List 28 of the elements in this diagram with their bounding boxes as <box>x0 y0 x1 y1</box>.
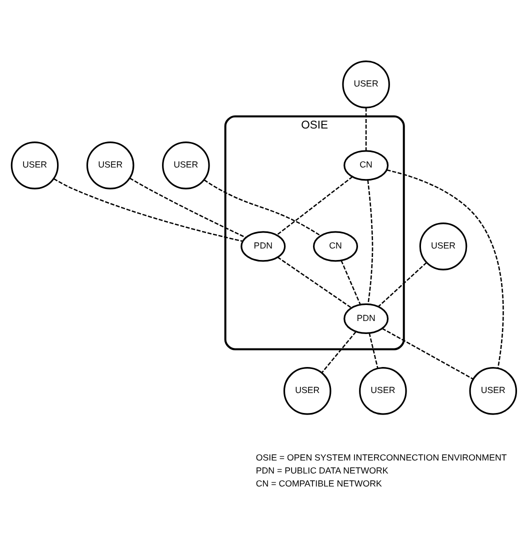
label: OSIE = OPEN SYSTEM INTERCONNECTION ENVIRONMENT <box>256 452 507 463</box>
node-circle: USER <box>419 222 468 270</box>
node-ellipse: CN <box>344 150 389 181</box>
node-ellipse: CN <box>313 231 358 262</box>
connector <box>378 262 427 307</box>
node-circle: USER <box>283 367 332 415</box>
node-circle: USER <box>86 142 134 190</box>
connector <box>386 169 504 368</box>
node-circle: USER <box>469 367 518 415</box>
node-circle: USER <box>359 367 407 415</box>
connector <box>129 178 246 238</box>
node-ellipse: PDN <box>240 231 286 262</box>
node-circle: USER <box>342 60 390 108</box>
connector <box>54 178 243 242</box>
connector <box>277 256 352 308</box>
node-circle: USER <box>162 142 210 190</box>
node-ellipse: PDN <box>344 303 389 334</box>
connector <box>321 331 356 374</box>
connector <box>276 176 353 236</box>
connector <box>340 260 361 305</box>
connector <box>365 108 367 151</box>
label: PDN = PUBLIC DATA NETWORK <box>256 466 388 476</box>
label: CN = COMPATIBLE NETWORK <box>256 478 382 488</box>
connector <box>382 328 474 380</box>
node-circle: USER <box>10 142 59 190</box>
connector <box>367 180 374 304</box>
connector <box>368 332 378 368</box>
connector <box>204 179 321 236</box>
